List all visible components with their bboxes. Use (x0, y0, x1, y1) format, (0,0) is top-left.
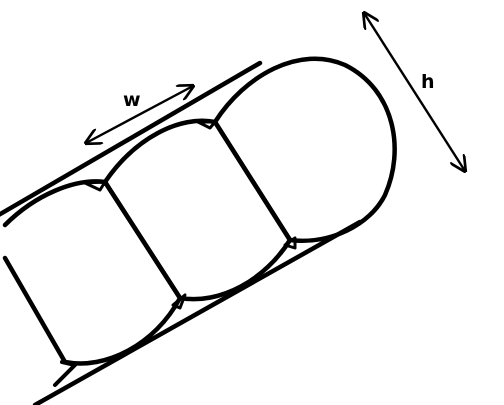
height-label: h (421, 71, 435, 93)
height-arrow (364, 13, 465, 171)
joint-wedge-bottom-1 (171, 293, 187, 310)
width-arrow (86, 86, 193, 143)
tube-bottom-wall (32, 219, 363, 405)
joint-wedge-bottom-2 (283, 236, 297, 250)
segment-3-outline (212, 56, 397, 244)
joint-wedge-bottom-0 (53, 360, 77, 387)
joint-wedge-top-1 (83, 180, 107, 192)
segment-2-outline (102, 118, 293, 302)
width-label: w (123, 89, 141, 111)
joint-wedge-top-2 (196, 120, 217, 130)
